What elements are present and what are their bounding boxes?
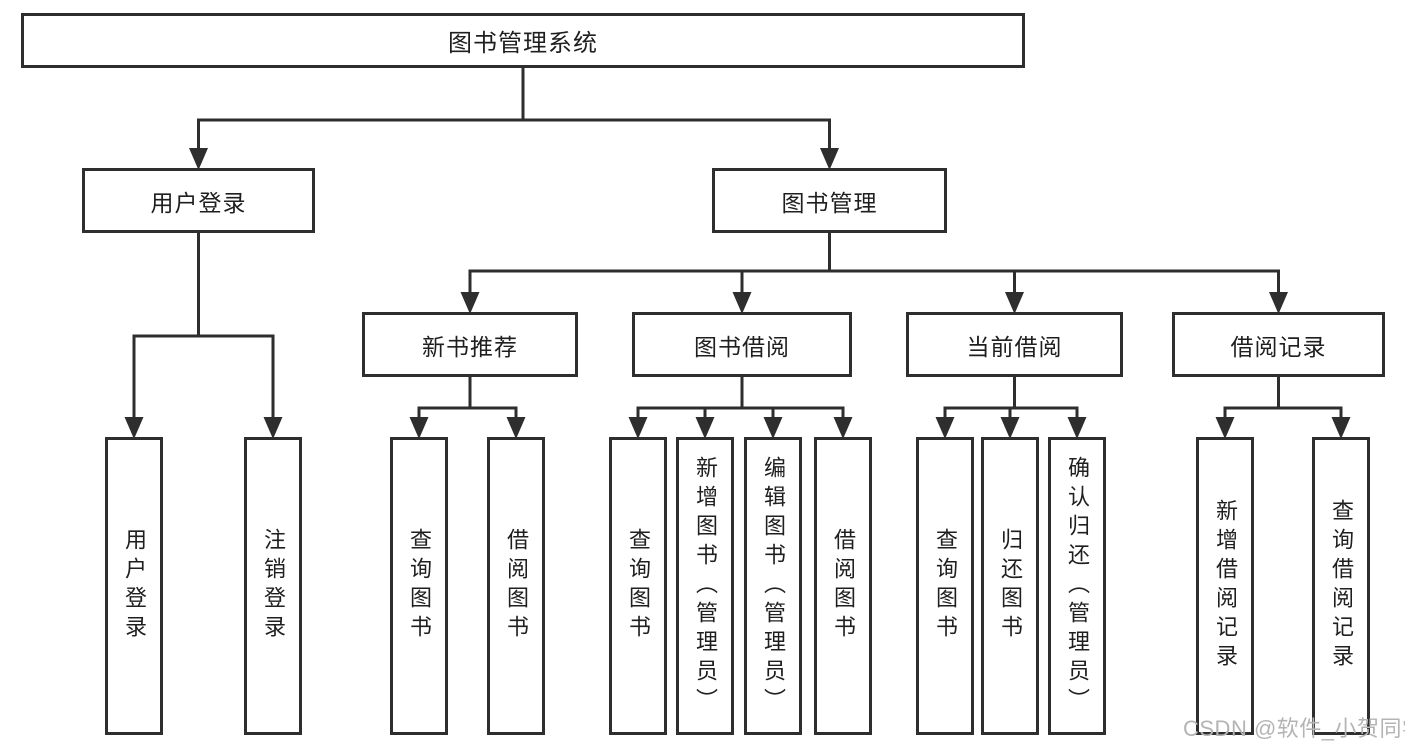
node-label: 查询图书	[933, 528, 958, 644]
node-label: 图书管理	[781, 189, 878, 216]
arrowhead-icon	[763, 417, 783, 439]
arrowhead-icon	[1215, 417, 1235, 439]
node-label: 编辑图书（管理员）	[761, 455, 786, 717]
arrowhead-icon	[506, 417, 526, 439]
node-label: 查询图书	[626, 528, 651, 644]
node-label: 新书推荐	[422, 333, 518, 360]
arrowhead-icon	[1067, 417, 1087, 439]
node-label: 查询图书	[407, 528, 432, 644]
node-current-borrow: 当前借阅	[906, 312, 1123, 377]
node-book-mgmt: 图书管理	[712, 168, 947, 233]
node-borrow-record: 借阅记录	[1172, 312, 1385, 377]
arrowhead-icon	[1000, 417, 1020, 439]
arrowhead-icon	[409, 417, 429, 439]
node-book-borrow: 图书借阅	[632, 312, 852, 377]
connector-root	[189, 66, 839, 170]
arrowhead-icon	[1269, 292, 1288, 314]
node-label: 借阅记录	[1230, 333, 1327, 360]
node-label: 用户登录	[122, 528, 147, 644]
arrowhead-icon	[1005, 292, 1024, 314]
node-bb-borrow-books: 借阅图书	[814, 437, 872, 735]
connector-book-mgmt	[460, 231, 1288, 314]
node-cb-return-books: 归还图书	[981, 437, 1039, 735]
node-label: 当前借阅	[966, 333, 1063, 360]
node-label: 查询借阅记录	[1329, 499, 1354, 673]
connector-current-borrow	[935, 375, 1087, 439]
node-user-login: 用户登录	[82, 168, 315, 233]
watermark: CSDN @软件_小贺同学	[1183, 716, 1405, 741]
arrowhead-icon	[1331, 417, 1351, 439]
node-rec-query-books: 查询图书	[390, 437, 448, 735]
node-cb-confirm-return: 确认归还（管理员）	[1048, 437, 1106, 735]
node-label: 图书管理系统	[448, 30, 598, 57]
arrowhead-icon	[628, 417, 648, 439]
arrowhead-icon	[935, 417, 955, 439]
node-label: 用户登录	[150, 189, 247, 216]
node-bb-edit-books: 编辑图书（管理员）	[744, 437, 802, 735]
connector-new-book-rec	[409, 375, 526, 439]
arrowhead-icon	[124, 417, 144, 439]
node-cb-query-books: 查询图书	[916, 437, 974, 735]
arrowhead-icon	[263, 417, 283, 439]
arrowhead-icon	[189, 148, 208, 170]
arrowhead-icon	[695, 417, 715, 439]
connector-user-login	[124, 231, 283, 439]
node-label: 借阅图书	[504, 528, 529, 644]
node-label: 新增借阅记录	[1213, 499, 1238, 673]
node-bb-add-books: 新增图书（管理员）	[676, 437, 734, 735]
node-label: 新增图书（管理员）	[693, 455, 718, 717]
node-root: 图书管理系统	[21, 13, 1025, 68]
node-rec-borrow-books: 借阅图书	[487, 437, 545, 735]
node-br-query-record: 查询借阅记录	[1312, 437, 1370, 735]
node-label: 注销登录	[261, 528, 286, 644]
node-label: 图书借阅	[694, 333, 790, 360]
arrowhead-icon	[820, 148, 839, 170]
arrowhead-icon	[833, 417, 853, 439]
node-label: 归还图书	[998, 528, 1023, 644]
arrowhead-icon	[732, 292, 752, 314]
connector-borrow-record	[1215, 375, 1351, 439]
node-new-book-rec: 新书推荐	[362, 312, 578, 377]
arrowhead-icon	[460, 292, 480, 314]
node-label: 确认归还（管理员）	[1065, 455, 1090, 717]
node-bb-query-books: 查询图书	[609, 437, 667, 735]
connector-book-borrow	[628, 375, 853, 439]
node-login-action: 用户登录	[105, 437, 163, 735]
node-br-add-record: 新增借阅记录	[1196, 437, 1254, 735]
node-logout-action: 注销登录	[244, 437, 302, 735]
node-label: 借阅图书	[831, 528, 856, 644]
